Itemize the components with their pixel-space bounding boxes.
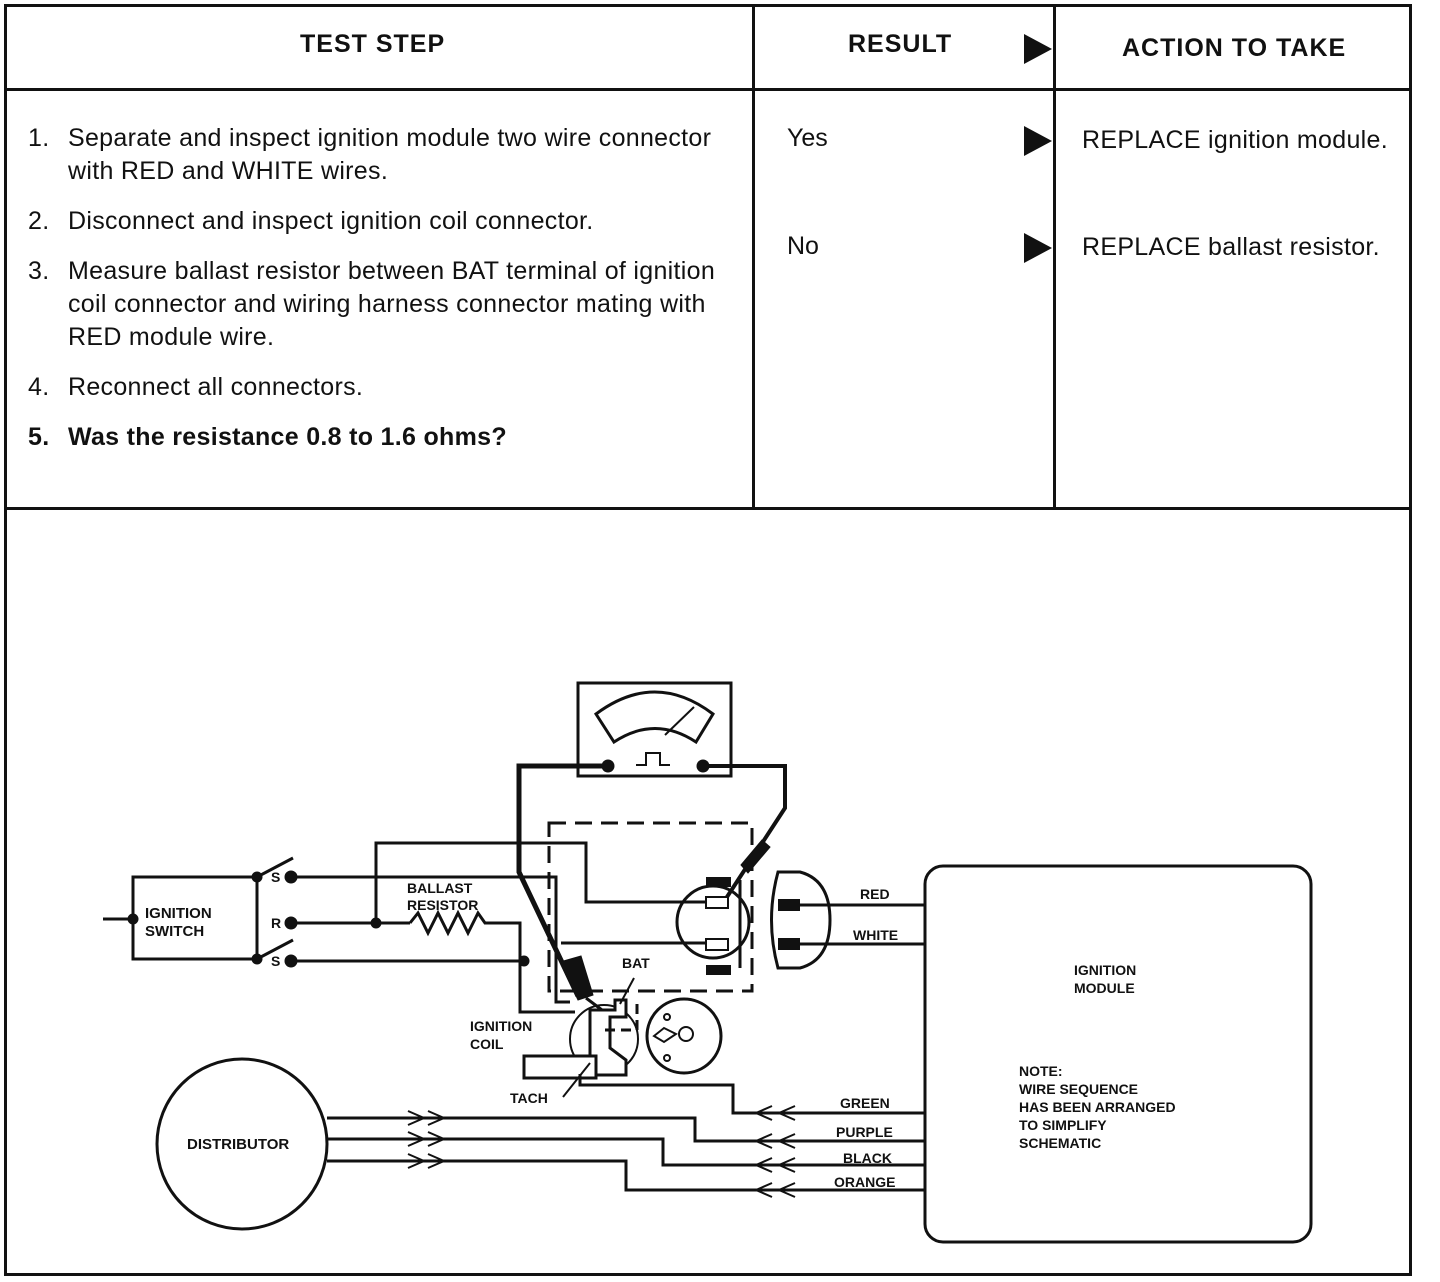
result-yes-arrow-icon (1024, 126, 1052, 156)
module-note: NOTE: WIRE SEQUENCE HAS BEEN ARRANGED TO… (1019, 1062, 1176, 1152)
test-step-text: Separate and inspect ignition module two… (68, 124, 712, 185)
ignition-switch-label: IGNITION SWITCH (145, 905, 212, 940)
note-line: NOTE: (1019, 1063, 1063, 1079)
bat-label: BAT (622, 955, 650, 971)
ohmmeter-icon (576, 681, 733, 778)
test-step: 1.Separate and inspect ignition module t… (28, 124, 712, 185)
ballast-resistor-label: BALLAST RESISTOR (407, 880, 479, 913)
header-arrow-icon (1024, 34, 1052, 64)
header-divider (4, 88, 1412, 91)
ignition-module-box (923, 864, 1313, 1244)
test-steps-list: 1.Separate and inspect ignition module t… (28, 122, 728, 471)
result-yes: Yes (787, 124, 828, 152)
wire-green-label: GREEN (840, 1095, 890, 1111)
wire-white-label: WHITE (853, 927, 899, 943)
table-bottom-divider (4, 507, 1412, 510)
tach-label: TACH (510, 1090, 548, 1106)
terminal-r-label: R (271, 915, 282, 931)
header-action: ACTION TO TAKE (1122, 34, 1347, 62)
terminal-s-bottom-label: S (271, 953, 281, 969)
test-step-question: 5.Was the resistance 0.8 to 1.6 ohms? (28, 423, 507, 451)
column-divider-2 (1053, 4, 1056, 510)
wire-orange-label: ORANGE (834, 1174, 896, 1190)
header-test-step: TEST STEP (300, 30, 446, 58)
action-yes: REPLACE ignition module. (1082, 126, 1388, 154)
note-line: TO SIMPLIFY (1019, 1117, 1107, 1133)
test-step: 4.Reconnect all connectors. (28, 373, 364, 401)
distributor-cap-icon (645, 997, 723, 1075)
column-divider-1 (752, 4, 755, 510)
ignition-module-label: IGNITION MODULE (1074, 962, 1137, 996)
note-line: WIRE SEQUENCE (1019, 1081, 1139, 1097)
test-step-text: Reconnect all connectors. (68, 373, 364, 401)
note-line: HAS BEEN ARRANGED (1019, 1099, 1176, 1115)
result-no: No (787, 232, 819, 260)
test-step-text: Measure ballast resistor between BAT ter… (68, 257, 716, 351)
note-line: SCHEMATIC (1019, 1135, 1102, 1151)
page-frame (4, 4, 1412, 1276)
action-no: REPLACE ballast resistor. (1082, 233, 1380, 261)
wire-red-label: RED (860, 886, 890, 902)
distributor-label: DISTRIBUTOR (187, 1136, 290, 1153)
test-step: 3.Measure ballast resistor between BAT t… (28, 257, 716, 351)
wire-purple-label: PURPLE (836, 1124, 893, 1140)
test-step: 2.Disconnect and inspect ignition coil c… (28, 207, 594, 235)
distributor-circle (155, 1057, 329, 1231)
test-step-text: Was the resistance 0.8 to 1.6 ohms? (68, 423, 507, 451)
terminal-s-top-label: S (271, 869, 281, 885)
test-step-text: Disconnect and inspect ignition coil con… (68, 207, 594, 235)
ignition-coil-label: IGNITION COIL (470, 1018, 533, 1052)
wire-black-label: BLACK (843, 1150, 892, 1166)
result-no-arrow-icon (1024, 233, 1052, 263)
header-result: RESULT (848, 30, 953, 58)
